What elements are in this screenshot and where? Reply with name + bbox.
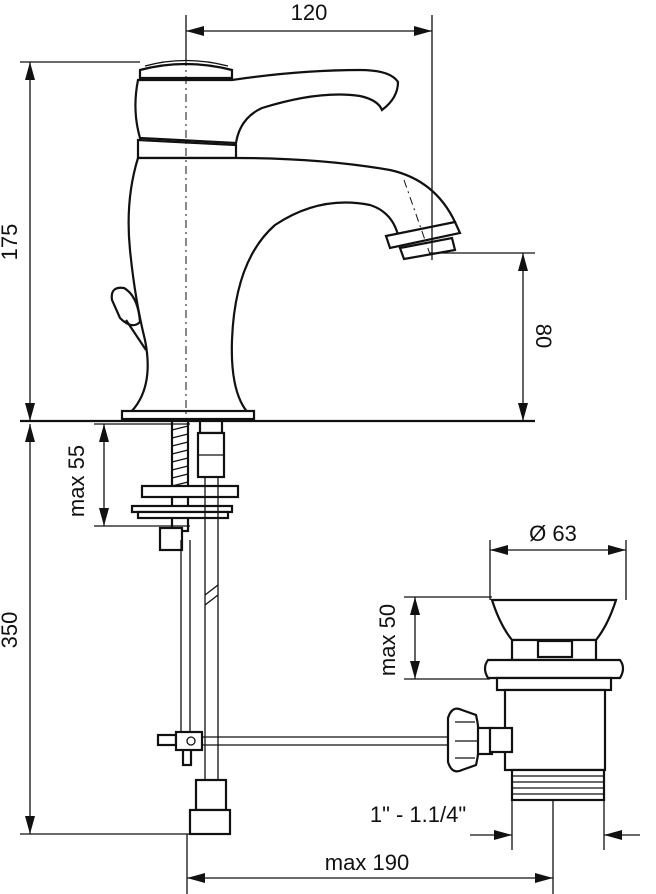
spout-axis-line bbox=[403, 179, 433, 261]
max-rod-length-label: max 190 bbox=[325, 850, 409, 875]
pop-up-linkage bbox=[156, 707, 494, 773]
dim-total-height: 175 bbox=[0, 61, 140, 421]
drain-diameter-label: Ø 63 bbox=[529, 521, 577, 546]
spout-reach-label: 120 bbox=[291, 0, 328, 25]
dim-max-rod-length: max 190 bbox=[186, 800, 554, 894]
spout-height-label: 80 bbox=[531, 324, 556, 348]
dim-drain-diameter: Ø 63 bbox=[489, 521, 627, 600]
dim-spout-height: 80 bbox=[430, 252, 556, 421]
under-deck-assembly bbox=[130, 419, 240, 836]
dim-max-deck: max 55 bbox=[64, 423, 190, 527]
dim-max-drain-height: max 50 bbox=[375, 596, 492, 680]
total-height-label: 175 bbox=[0, 224, 22, 261]
faucet-body bbox=[110, 59, 462, 421]
drain-thread-label: 1" - 1.1/4" bbox=[370, 802, 466, 827]
drain-assembly bbox=[483, 598, 625, 802]
max-drain-height-label: max 50 bbox=[375, 604, 400, 676]
dim-spout-reach: 120 bbox=[185, 0, 433, 260]
dim-drain-thread: 1" - 1.1/4" bbox=[370, 800, 640, 850]
max-deck-label: max 55 bbox=[64, 445, 89, 517]
lower-length-label: 350 bbox=[0, 612, 22, 649]
dim-lower-length: 350 bbox=[0, 424, 192, 835]
